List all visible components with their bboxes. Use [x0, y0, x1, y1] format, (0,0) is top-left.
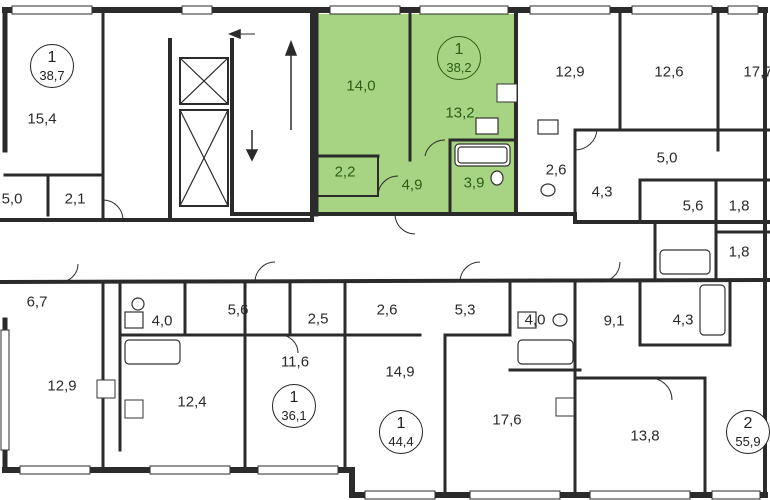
- room-area-label: 4,0: [524, 311, 546, 329]
- room-area-label: 12,9: [47, 377, 77, 395]
- room-area-label: 3,9: [463, 174, 485, 192]
- room-area-label: 17,6: [492, 411, 522, 429]
- room-area-label: 14,0: [346, 77, 376, 95]
- apartment-rooms-count: 2: [743, 415, 753, 432]
- room-area-label: 2,1: [64, 190, 86, 208]
- room-area-label: 4,9: [401, 176, 423, 194]
- room-area-label: 15,4: [27, 110, 57, 128]
- apartment-badge[interactable]: 1 38,7: [30, 44, 74, 88]
- apartment-total-area: 44,4: [388, 434, 414, 449]
- room-area-label: 4,0: [151, 312, 173, 330]
- room-area-label: 9,1: [603, 312, 625, 330]
- room-area-label: 12,6: [654, 63, 684, 81]
- room-area-label: 1,8: [728, 243, 750, 261]
- bathroom-fixtures: [124, 117, 726, 365]
- apartment-rooms-count: 1: [454, 41, 464, 58]
- apartment-badge-selected[interactable]: 1 38,2: [437, 36, 481, 80]
- room-area-label: 5,6: [682, 197, 704, 215]
- apartment-badge[interactable]: 2 55,9: [726, 410, 770, 454]
- room-area-label: 17,7: [743, 63, 770, 81]
- room-area-label: 2,5: [307, 310, 329, 328]
- apartment-badge[interactable]: 1 44,4: [379, 410, 423, 454]
- room-area-label: 12,9: [555, 63, 585, 81]
- stoves: [96, 83, 575, 419]
- apartment-total-area: 38,2: [446, 60, 472, 75]
- room-area-label: 4,3: [591, 183, 613, 201]
- room-area-label: 14,9: [385, 363, 415, 381]
- apartment-total-area: 55,9: [735, 434, 761, 449]
- room-area-label: 2,2: [334, 163, 356, 181]
- apartment-rooms-count: 1: [396, 415, 406, 432]
- room-area-label: 4,3: [672, 311, 694, 329]
- apartment-badge[interactable]: 1 36,1: [272, 384, 316, 428]
- windows: [0, 5, 761, 500]
- apartment-total-area: 38,7: [39, 68, 65, 83]
- room-area-label: 13,2: [445, 104, 475, 122]
- room-area-label: 11,6: [280, 353, 310, 371]
- room-area-label: 5,0: [1, 190, 23, 208]
- room-area-label: 6,7: [26, 293, 48, 311]
- room-area-label: 5,3: [454, 301, 476, 319]
- room-area-label: 5,0: [656, 149, 678, 167]
- room-area-label: 12,4: [177, 393, 207, 411]
- door-swings: [59, 129, 673, 401]
- apartment-total-area: 36,1: [281, 408, 307, 423]
- apartment-rooms-count: 1: [289, 389, 299, 406]
- stair-arrows: [227, 28, 298, 162]
- room-area-label: 5,6: [227, 301, 249, 319]
- room-area-label: 2,6: [376, 301, 398, 319]
- room-area-label: 2,6: [545, 161, 567, 179]
- apartment-rooms-count: 1: [47, 49, 57, 66]
- room-area-label: 13,8: [630, 427, 660, 445]
- room-area-label: 1,8: [728, 197, 750, 215]
